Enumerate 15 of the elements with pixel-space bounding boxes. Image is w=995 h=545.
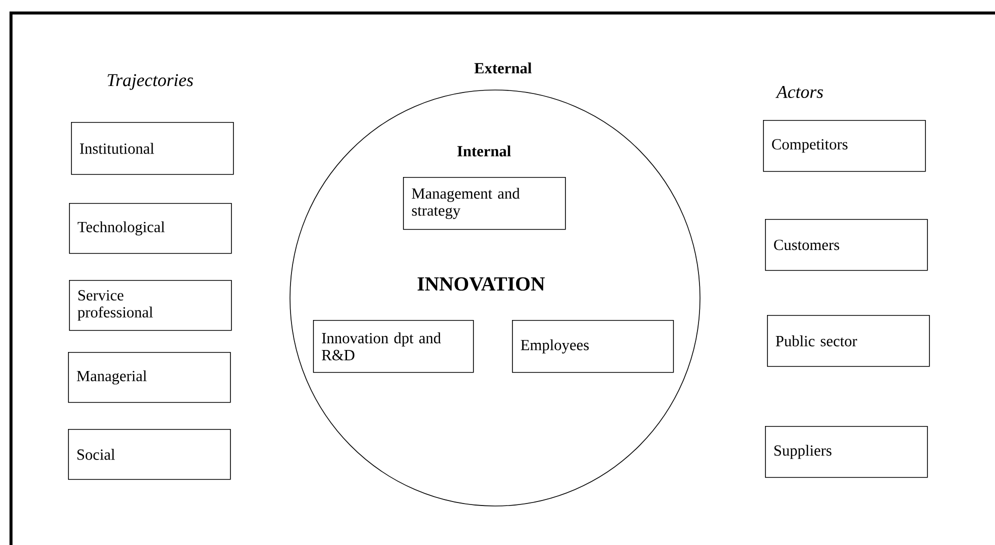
text-box: Innovation dpt and R&D [313,320,474,373]
text-box: Institutional [71,122,234,175]
text-box: Managerial [68,352,231,403]
text-box: Public sector [767,315,930,367]
text-box: Competitors [763,120,926,172]
text-box: Management and strategy [403,177,566,230]
text-box: Customers [765,219,928,271]
text-box: Service professional [69,280,232,331]
text-box: Technological [69,203,232,254]
node-label: External [474,62,532,74]
column-heading: Actors [776,86,823,98]
text-box: Social [68,429,231,480]
column-heading: Trajectories [108,74,193,90]
text-box: Employees [512,320,674,373]
text-box: Suppliers [765,426,928,478]
